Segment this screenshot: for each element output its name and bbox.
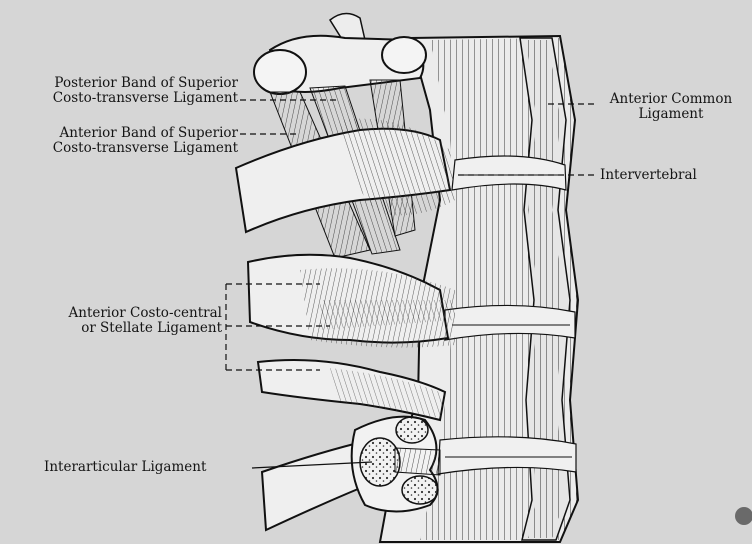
label-anterior-costo-central: Anterior Costo-central or Stellate Ligam…: [30, 306, 222, 336]
label-anterior-common: Anterior Common Ligament: [596, 92, 746, 122]
sectioned-rib-head: [352, 417, 440, 512]
label-interarticular: Interarticular Ligament: [44, 460, 206, 475]
label-anterior-band: Anterior Band of Superior Costo-transver…: [18, 126, 238, 156]
label-posterior-band: Posterior Band of Superior Costo-transve…: [30, 76, 238, 106]
label-intervertebral: Intervertebral: [600, 168, 697, 183]
